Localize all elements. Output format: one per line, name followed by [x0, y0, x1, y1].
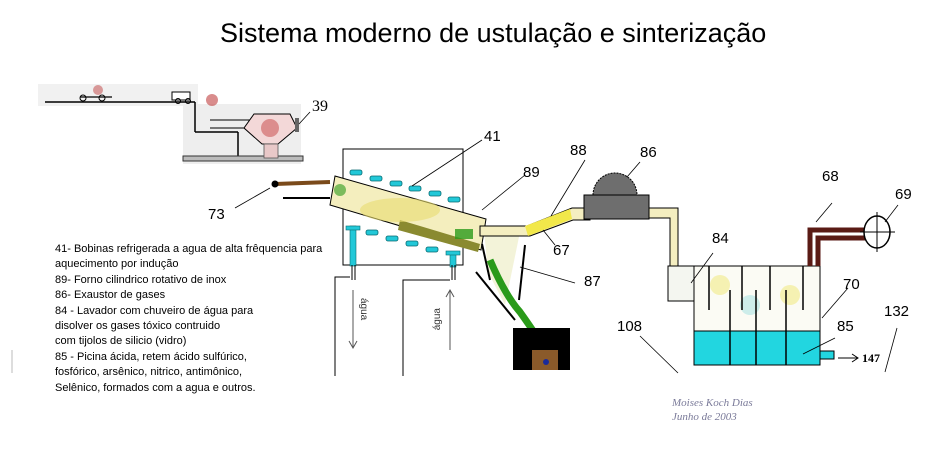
label-87: 87: [584, 273, 601, 290]
label-69: 69: [895, 186, 912, 203]
signature-date: Junho de 2003: [672, 411, 737, 423]
legend-line: 85 - Picina ácida, retem ácido sulfúrico…: [55, 350, 247, 363]
legend: 41- Bobinas refrigerada a agua de alta f…: [55, 242, 322, 396]
label-88: 88: [570, 142, 587, 159]
label-85: 85: [837, 318, 854, 335]
legend-line: com tijolos de silicio (vidro): [55, 335, 187, 348]
legend-line: 89- Forno cilindrico rotativo de inox: [55, 273, 227, 286]
legend-line: disolver os gases tóxico contruido: [55, 320, 221, 333]
label-86: 86: [640, 144, 657, 161]
label-67: 67: [553, 242, 570, 259]
gas-duct: [479, 159, 679, 269]
label-39: 39: [312, 98, 328, 115]
label-73: 73: [208, 206, 225, 223]
water-in-label: água: [432, 308, 443, 331]
label-84: 84: [712, 230, 729, 247]
label-108: 108: [617, 318, 643, 335]
induction-furnace: [234, 139, 526, 376]
label-68: 68: [822, 168, 839, 185]
label-70: 70: [843, 276, 860, 293]
discharge-chute: [475, 230, 576, 370]
legend-line: 41- Bobinas refrigerada a agua de alta f…: [55, 243, 323, 255]
legend-line: 84 - Lavador com chuveiro de água para: [55, 304, 254, 317]
water-out-label: água: [358, 298, 369, 321]
legend-line: fosfórico, arsênico, nitrico, antimônico…: [55, 366, 243, 379]
page-title: Sistema moderno de ustulação e sinteriza…: [220, 18, 767, 48]
legend-line: aquecimento por indução: [55, 258, 179, 271]
signature-author: Moises Koch Dias: [672, 397, 753, 409]
label-41: 41: [484, 128, 501, 145]
gas-scrubber: [639, 202, 899, 374]
signature: Moises Koch Dias Junho de 2003: [672, 396, 753, 424]
legend-line: Selênico, formados com a agua e outros.: [55, 381, 256, 394]
label-132: 132: [884, 303, 910, 320]
legend-line: 86- Exaustor de gases: [55, 289, 166, 302]
label-89: 89: [523, 164, 540, 181]
label-147: 147: [862, 351, 880, 365]
ore-feed-system: [38, 84, 311, 164]
